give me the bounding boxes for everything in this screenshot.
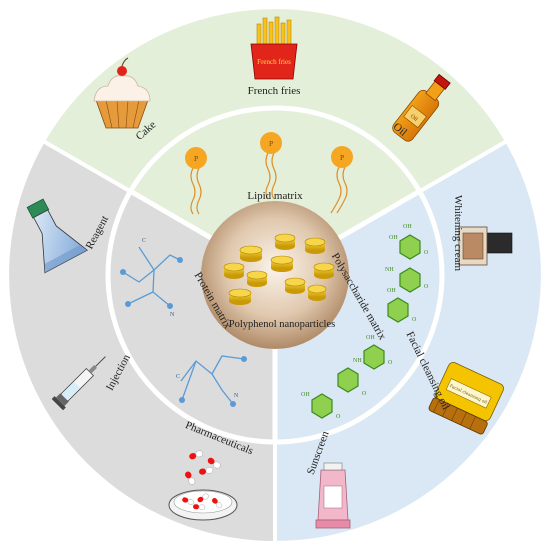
capsule xyxy=(212,498,223,509)
nanoparticle-cluster xyxy=(223,233,335,305)
capsule xyxy=(199,467,214,475)
svg-text:N: N xyxy=(234,393,239,399)
capsule xyxy=(185,471,196,485)
protein-node xyxy=(120,269,126,275)
svg-text:O: O xyxy=(424,250,429,256)
svg-text:C: C xyxy=(176,374,180,380)
protein-chain xyxy=(122,246,245,405)
svg-text:O: O xyxy=(388,360,393,366)
polysaccharide-structure xyxy=(311,234,421,419)
glucose-ring xyxy=(311,393,333,419)
capsule xyxy=(197,493,209,503)
nanoparticle xyxy=(239,245,263,262)
capsule xyxy=(193,504,206,511)
whitening-cream-icon xyxy=(458,226,513,266)
sunscreen-icon xyxy=(315,462,351,529)
french-fries-box-label: French fries xyxy=(257,58,291,66)
capsule xyxy=(182,497,194,505)
glucose-ring xyxy=(399,234,421,260)
nanoparticle xyxy=(304,237,326,254)
capsule xyxy=(189,450,203,460)
center-label: Polyphenol nanoparticles xyxy=(229,319,335,330)
polysaccharide-labels: OH OH O NH O OH O OH O NH O OH O xyxy=(301,224,429,420)
capsule xyxy=(207,457,221,469)
svg-text:NH: NH xyxy=(385,267,394,273)
protein-node xyxy=(179,397,185,403)
cake-icon xyxy=(93,57,151,129)
svg-text:O: O xyxy=(424,284,429,290)
svg-text:O: O xyxy=(336,414,341,420)
svg-text:OH: OH xyxy=(389,235,398,241)
svg-text:OH: OH xyxy=(301,392,310,398)
glucose-ring xyxy=(337,367,359,393)
protein-node xyxy=(241,356,247,362)
protein-atom-labels: C N C N xyxy=(142,238,239,399)
svg-text:O: O xyxy=(362,391,367,397)
glucose-ring xyxy=(387,297,409,323)
phosphate-label: P xyxy=(269,141,273,148)
svg-text:OH: OH xyxy=(387,288,396,294)
nanoparticle xyxy=(246,270,268,287)
phospholipid: P xyxy=(185,147,207,215)
svg-text:OH: OH xyxy=(403,224,412,230)
nanoparticle xyxy=(223,262,245,279)
phospholipid-group: P P P xyxy=(185,132,353,215)
svg-text:C: C xyxy=(142,238,146,244)
facial-cleansing-oil-icon: Facial cleansing oil xyxy=(428,362,504,435)
nanoparticle xyxy=(307,284,327,301)
oil-bottle-icon: Oil xyxy=(392,73,451,142)
protein-node xyxy=(125,301,131,307)
nanoparticle xyxy=(270,255,294,272)
nanoparticle xyxy=(284,277,306,294)
oil-bottle-tag: Oil xyxy=(409,114,419,123)
reagent-flask-icon xyxy=(26,198,89,274)
phosphate-label: P xyxy=(340,155,344,162)
french-fries-label: French fries xyxy=(248,85,301,97)
nanoparticle xyxy=(313,262,335,279)
svg-text:O: O xyxy=(412,317,417,323)
protein-nodes xyxy=(120,257,247,407)
svg-text:NH: NH xyxy=(353,358,362,364)
pharmaceuticals-icon xyxy=(168,450,238,521)
svg-text:N: N xyxy=(170,312,175,318)
protein-node xyxy=(177,257,183,263)
protein-node xyxy=(230,401,236,407)
glucose-ring xyxy=(363,344,385,370)
whitening-cream-label: Whitening cream xyxy=(452,195,464,271)
protein-node xyxy=(167,303,173,309)
nanoparticle xyxy=(274,233,296,250)
phospholipid: P xyxy=(330,146,353,214)
phospholipid: P xyxy=(260,132,282,200)
phosphate-label: P xyxy=(194,156,198,163)
svg-text:OH: OH xyxy=(366,335,375,341)
glucose-ring xyxy=(399,267,421,293)
nanoparticle xyxy=(228,288,252,305)
syringe-icon xyxy=(51,356,106,411)
french-fries-icon: French fries xyxy=(250,16,298,80)
lipid-matrix-label: Lipid matrix xyxy=(247,190,303,202)
